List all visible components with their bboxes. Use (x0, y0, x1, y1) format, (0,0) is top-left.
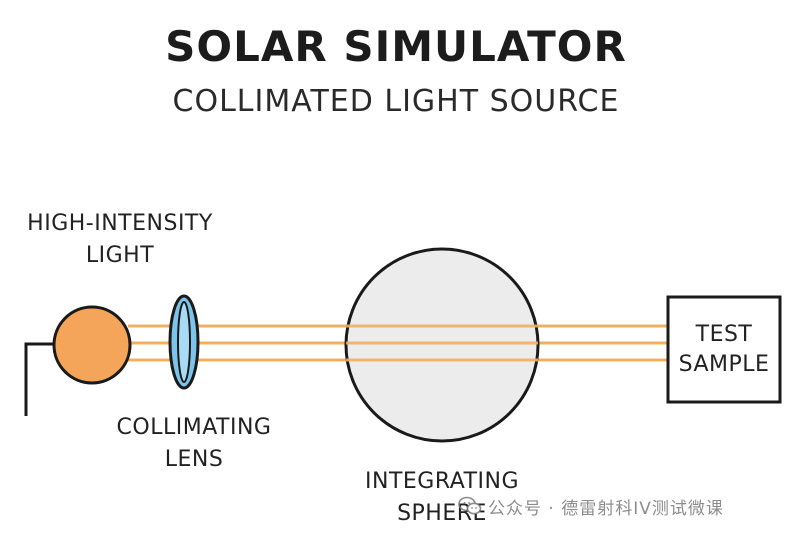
test-sample-label-line1: TEST (695, 322, 753, 347)
lens-label-line1: COLLIMATING (116, 415, 272, 440)
sphere-label-line1: INTEGRATING (365, 469, 519, 494)
light-source-label: HIGH-INTENSITY LIGHT (10, 208, 230, 272)
integrating-sphere (344, 247, 540, 443)
test-sample-box (666, 295, 782, 404)
lens-label: COLLIMATING LENS (100, 412, 288, 476)
diagram-subtitle: COLLIMATED LIGHT SOURCE (172, 84, 620, 119)
light-source (52, 305, 132, 385)
test-sample-label: TEST SAMPLE (668, 320, 780, 380)
wechat-icon (458, 496, 482, 515)
watermark-text: 公众号 · 德雷射科IV测试微课 (488, 498, 724, 519)
light-source-label-line2: LIGHT (85, 243, 155, 268)
beams-through-sphere (346, 324, 538, 362)
diagram-title: SOLAR SIMULATOR (165, 22, 627, 71)
power-cable (24, 342, 54, 416)
test-sample-label-line2: SAMPLE (678, 352, 770, 377)
lens-label-line2: LENS (164, 447, 224, 472)
collimating-lens (168, 294, 200, 390)
watermark: 公众号 · 德雷射科IV测试微课 (458, 492, 724, 520)
light-source-label-line1: HIGH-INTENSITY (27, 211, 213, 236)
